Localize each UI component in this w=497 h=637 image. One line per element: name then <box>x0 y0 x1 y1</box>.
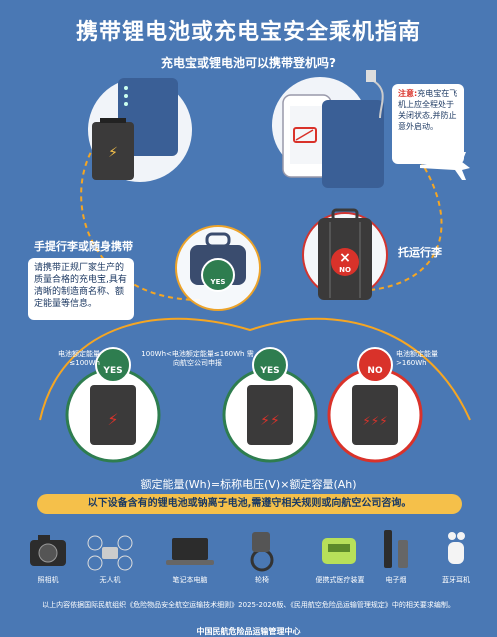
yes-badge-low <box>95 347 131 383</box>
warning-prefix: 注意: <box>398 89 418 98</box>
svg-text:⚡⚡: ⚡⚡ <box>260 413 280 429</box>
power-bank-off-icon <box>322 100 384 188</box>
carry-on-label: 手提行李或随身携带 <box>34 240 133 253</box>
svg-text:⚡: ⚡ <box>107 410 118 429</box>
device-label-laptop: 笔记本电脑 <box>172 576 208 584</box>
warning-text: 充电宝在飞机上应全程处于关闭状态,并防止意外启动。 <box>398 89 458 131</box>
checked-badge-text: NO <box>339 266 351 274</box>
no-badge-high <box>357 347 393 383</box>
device-label-ecig: 电子烟 <box>385 576 407 584</box>
camera-icon <box>30 535 66 566</box>
rating-caption-low: 电池额定能量≤100Wh <box>58 350 100 367</box>
rating-caption-mid: 100Wh<电池额定能量≤160Wh 需向航空公司申报 <box>141 350 254 367</box>
footer-org: 中国民航危险品运输管理中心 <box>196 627 301 636</box>
carry-on-arc <box>80 144 201 301</box>
checked-label: 托运行李 <box>398 246 442 259</box>
warning-box: 注意:充电宝在飞机上应全程处于关闭状态,并防止意外启动。 <box>392 84 464 164</box>
wheelchair-icon <box>250 532 274 572</box>
earbuds-icon <box>448 532 465 564</box>
ratings-arc <box>39 317 471 421</box>
page-subtitle: 充电宝或锂电池可以携带登机吗? <box>161 56 336 70</box>
laptop-icon <box>166 538 214 565</box>
medical-device-icon <box>322 538 356 564</box>
device-label-earbuds: 蓝牙耳机 <box>442 576 470 584</box>
yes-badge-bag <box>201 258 235 292</box>
svg-text:⚡⚡⚡: ⚡⚡⚡ <box>362 414 387 428</box>
yes-badge-mid <box>252 347 288 383</box>
rating-badge-mid: YES <box>260 366 280 376</box>
usb-cable-icon <box>366 70 376 82</box>
footer-note: 以上内容依据国际民航组织《危险物品安全航空运输技术细则》2025-2026版、《… <box>42 601 455 609</box>
svg-text:⚡: ⚡ <box>108 145 118 161</box>
rating-caption-high: 电池额定能量>160Wh <box>396 350 438 367</box>
battery-icon <box>92 122 134 180</box>
device-label-drone: 无人机 <box>99 576 121 584</box>
energy-formula: 额定能量(Wh)=标称电压(V)×额定容量(Ah) <box>140 478 357 491</box>
no-badge-suitcase <box>331 248 359 276</box>
svg-text:×: × <box>339 250 351 266</box>
carry-on-badge-text: YES <box>210 278 226 286</box>
e-cigarette-icon <box>384 530 408 568</box>
rating-badge-high: NO <box>367 366 383 376</box>
devices-banner: 以下设备含有的锂电池或钠离子电池,需遵守相关规则或向航空公司咨询。 <box>37 494 462 514</box>
device-label-wheelchair: 轮椅 <box>255 576 269 584</box>
page-title: 携带锂电池或充电宝安全乘机指南 <box>75 20 421 45</box>
device-label-medical: 便携式医疗装置 <box>315 576 365 584</box>
drone-icon <box>87 535 133 571</box>
rating-badge-low: YES <box>103 366 123 376</box>
device-label-camera: 照相机 <box>37 576 59 584</box>
carry-on-note: 请携带正规厂家生产的质量合格的充电宝,具有清晰的制造商名称、额定能量等信息。 <box>28 258 134 320</box>
